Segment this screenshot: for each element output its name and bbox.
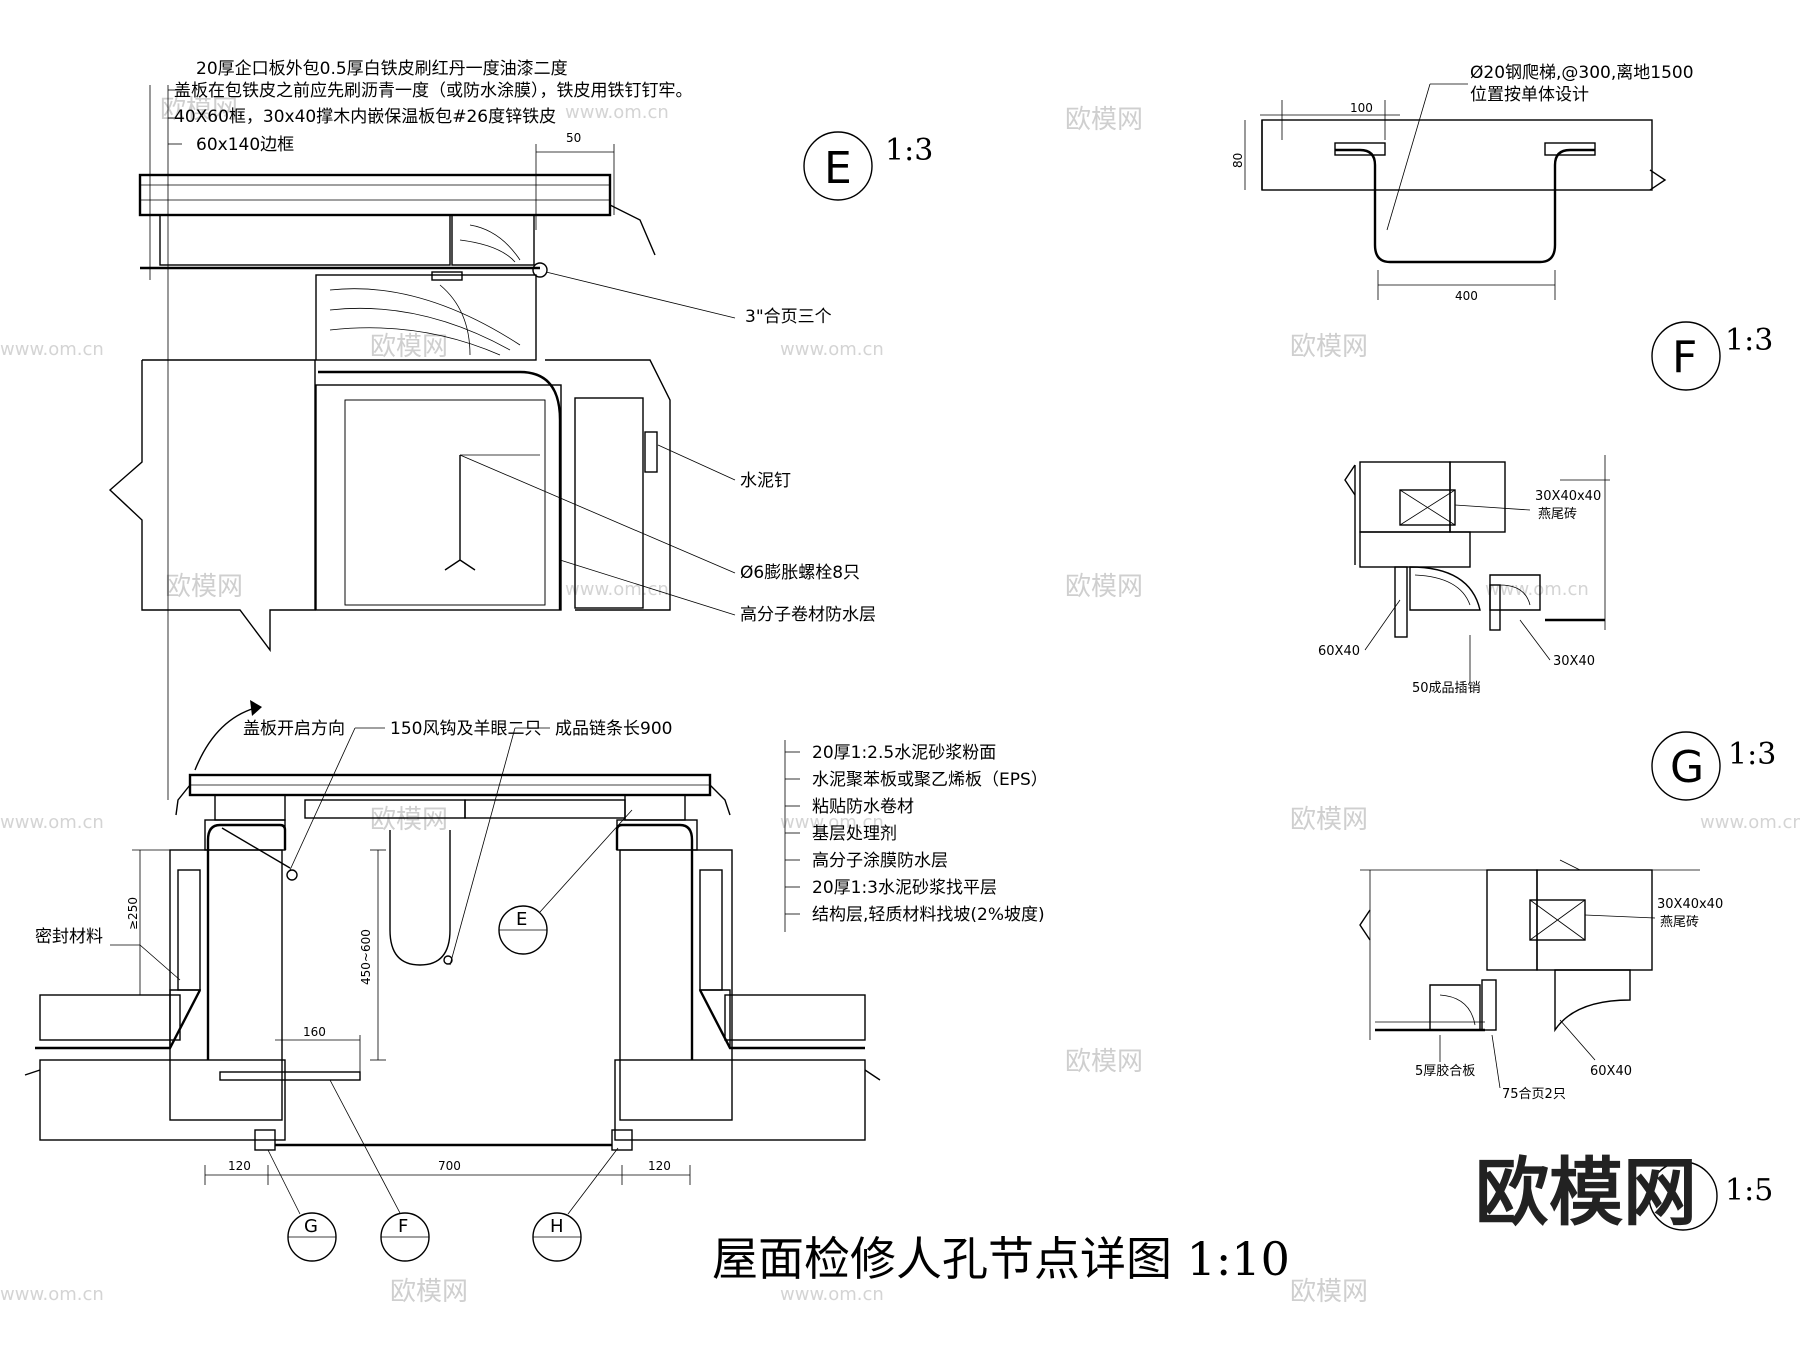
detail-e: 20厚企口板外包0.5厚白铁皮刷红丹一度油漆二度 盖板在包铁皮之前应先刷沥青一度…: [108, 59, 933, 800]
watermark-url: www.om.cn: [565, 102, 669, 123]
dim-opening: 700: [438, 1159, 461, 1173]
watermark-url: www.om.cn: [1485, 579, 1589, 600]
dim-overhang: 50: [566, 131, 581, 145]
watermark: 欧模网: [370, 332, 448, 362]
label-cap: 30X40x40: [1535, 489, 1601, 504]
layer-item: 20厚1:3水泥砂浆找平层: [812, 878, 997, 898]
watermark-url: www.om.cn: [780, 812, 884, 833]
drawing-title: 屋面检修人孔节点详图 1:10: [712, 1232, 1290, 1286]
tag-letter: H: [550, 1216, 564, 1237]
tag-f: F: [329, 1079, 430, 1262]
callout-hinge: 3"合页三个: [745, 307, 832, 327]
detail-scale: 1:3: [1725, 323, 1773, 358]
dim-wall: 120: [648, 1159, 671, 1173]
dim-ladder: 160: [303, 1025, 326, 1039]
layer-item: 水泥聚苯板或聚乙烯板（EPS）: [812, 770, 1048, 790]
label-chain: 成品链条长900: [555, 719, 672, 739]
watermark: 欧模网: [1290, 332, 1368, 362]
tag-g: G: [267, 1149, 337, 1262]
layer-item: 粘贴防水卷材: [812, 797, 914, 817]
label-hook: 150风钩及羊眼二只: [390, 719, 541, 739]
tag-e: E: [498, 809, 633, 955]
label-board: 5厚胶合板: [1415, 1063, 1475, 1079]
dim: 80: [1231, 153, 1245, 168]
detail-scale: 1:5: [1725, 1173, 1773, 1208]
label-seal: 密封材料: [35, 927, 103, 947]
watermark: 欧模网: [390, 1277, 468, 1307]
dim-height: 450~600: [359, 929, 373, 985]
watermark-url: www.om.cn: [780, 1284, 884, 1305]
label-open-dir: 盖板开启方向: [243, 719, 345, 739]
label-hinge: 75合页2只: [1502, 1087, 1566, 1102]
ladder-note: Ø20钢爬梯,@300,离地1500: [1470, 63, 1694, 83]
label-cap2: 燕尾砖: [1538, 507, 1577, 522]
detail-scale: 1:3: [1728, 737, 1776, 772]
watermark: 欧模网: [1065, 572, 1143, 602]
label-cap2: 燕尾砖: [1660, 915, 1699, 930]
callout-nail: 水泥钉: [740, 471, 791, 491]
dim: 400: [1455, 289, 1478, 303]
watermark-url: www.om.cn: [780, 339, 884, 360]
detail-g: 30X40x40 燕尾砖 60X40 30X40 50成品插销 G 1:3: [1318, 455, 1776, 801]
detail-letter: G: [1670, 742, 1704, 793]
note-line: 20厚企口板外包0.5厚白铁皮刷红丹一度油漆二度: [196, 59, 568, 79]
tag-letter: F: [398, 1216, 408, 1237]
tag-letter: E: [516, 909, 527, 930]
watermark-url: www.om.cn: [0, 339, 104, 360]
watermark: 欧模网: [370, 805, 448, 835]
layer-list: 20厚1:2.5水泥砂浆粉面 水泥聚苯板或聚乙烯板（EPS） 粘贴防水卷材 基层…: [785, 743, 1048, 925]
label-cap: 30X40x40: [1657, 897, 1723, 912]
detail-h: 30X40x40 燕尾砖 5厚胶合板 60X40 75合页2只 1:5: [1359, 859, 1773, 1231]
label-frame: 60X40: [1590, 1064, 1632, 1079]
watermark-url: www.om.cn: [1700, 812, 1800, 833]
watermark: 欧模网: [165, 572, 243, 602]
layer-item: 结构层,轻质材料找坡(2%坡度): [812, 905, 1045, 925]
watermark-layer: 欧模网 www.om.cn 欧模网 www.om.cn 欧模网 www.om.c…: [0, 95, 1800, 1307]
ladder-note: 位置按单体设计: [1470, 85, 1589, 105]
note-line: 盖板在包铁皮之前应先刷沥青一度（或防水涂膜），铁皮用铁钉钉牢。: [174, 81, 693, 101]
detail-letter: E: [824, 143, 852, 194]
callout-membrane: 高分子卷材防水层: [740, 605, 876, 625]
layer-item: 20厚1:2.5水泥砂浆粉面: [812, 743, 996, 763]
tag-h: H: [532, 1147, 619, 1262]
layer-item: 高分子涂膜防水层: [812, 851, 948, 871]
watermark: 欧模网: [1290, 1277, 1368, 1307]
note-line: 60x140边框: [196, 135, 294, 155]
main-section: 盖板开启方向 150风钩及羊眼二只 成品链条长900: [24, 700, 1048, 1262]
detail-letter: F: [1672, 332, 1697, 383]
watermark: 欧模网: [160, 95, 238, 125]
watermark: 欧模网: [1065, 1047, 1143, 1077]
layer-item: 基层处理剂: [812, 824, 897, 844]
callout-bolt: Ø6膨胀螺栓8只: [740, 563, 860, 583]
watermark-url: www.om.cn: [0, 812, 104, 833]
brand-logo: 欧模网: [1475, 1150, 1697, 1236]
dim-wall: 120: [228, 1159, 251, 1173]
label-frame-r: 30X40: [1553, 654, 1595, 669]
label-pin: 50成品插销: [1412, 681, 1481, 696]
dim: 100: [1350, 101, 1373, 115]
label-frame-l: 60X40: [1318, 644, 1360, 659]
note-line: 40X60框，30x40撑木内嵌保温板包#26度锌铁皮: [174, 107, 556, 127]
detail-scale: 1:3: [885, 133, 933, 168]
detail-f: Ø20钢爬梯,@300,离地1500 位置按单体设计 100 80 400 F …: [1231, 63, 1773, 391]
watermark: 欧模网: [1290, 805, 1368, 835]
tag-letter: G: [304, 1216, 318, 1237]
watermark-url: www.om.cn: [0, 1284, 104, 1305]
dim-upstand: ≥250: [126, 897, 140, 930]
watermark: 欧模网: [1065, 105, 1143, 135]
